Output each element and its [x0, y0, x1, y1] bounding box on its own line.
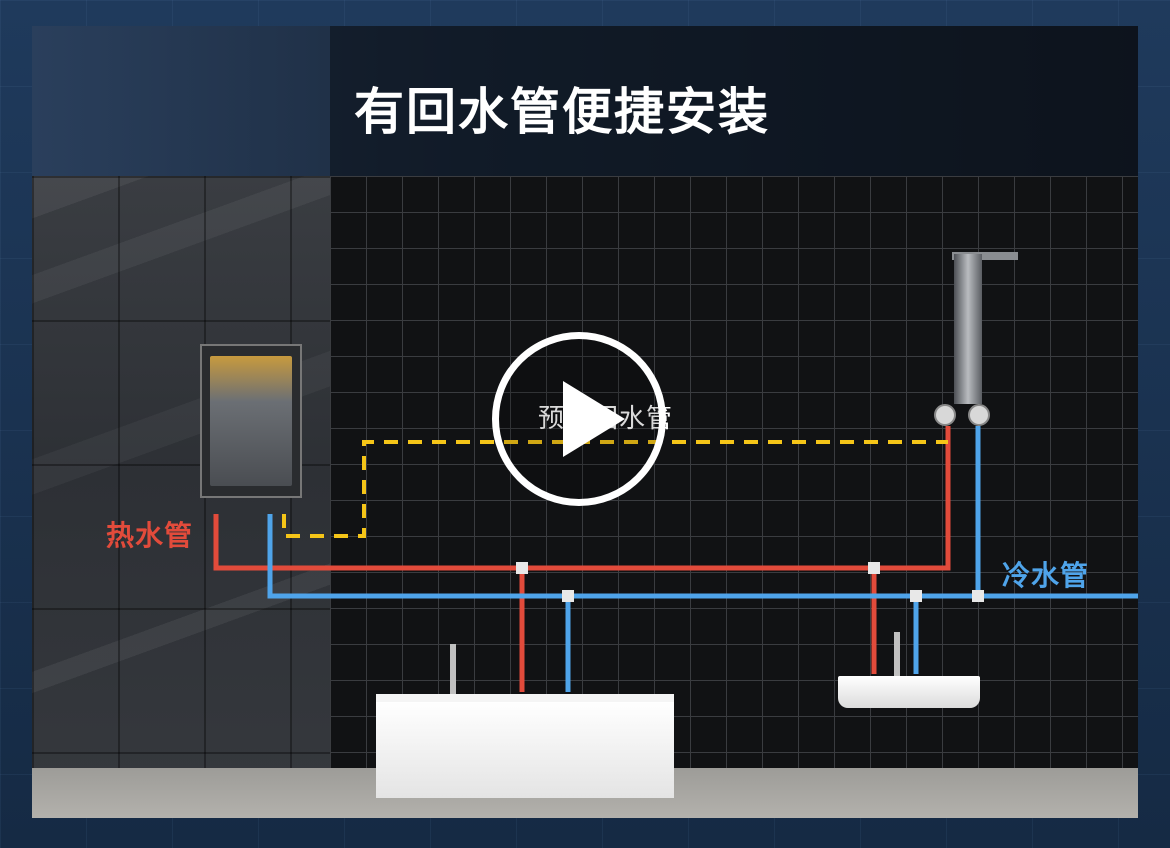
cold-pipe-label: 冷水管: [1002, 554, 1089, 594]
sink: [838, 676, 980, 708]
bathtub-faucet: [450, 644, 456, 694]
pipe-fitting: [562, 590, 574, 602]
pipe-fitting: [910, 590, 922, 602]
play-icon: [563, 381, 625, 457]
pipe-fitting: [516, 562, 528, 574]
hot-pipe-label: 热水管: [106, 514, 193, 554]
pipe-fitting: [868, 562, 880, 574]
bathtub: [376, 694, 674, 798]
play-button[interactable]: [492, 332, 666, 506]
video-player[interactable]: 有回水管便捷安装 热水管 冷水管 预留回水管: [32, 26, 1138, 818]
pipe-fitting: [972, 590, 984, 602]
sink-faucet: [894, 632, 900, 676]
